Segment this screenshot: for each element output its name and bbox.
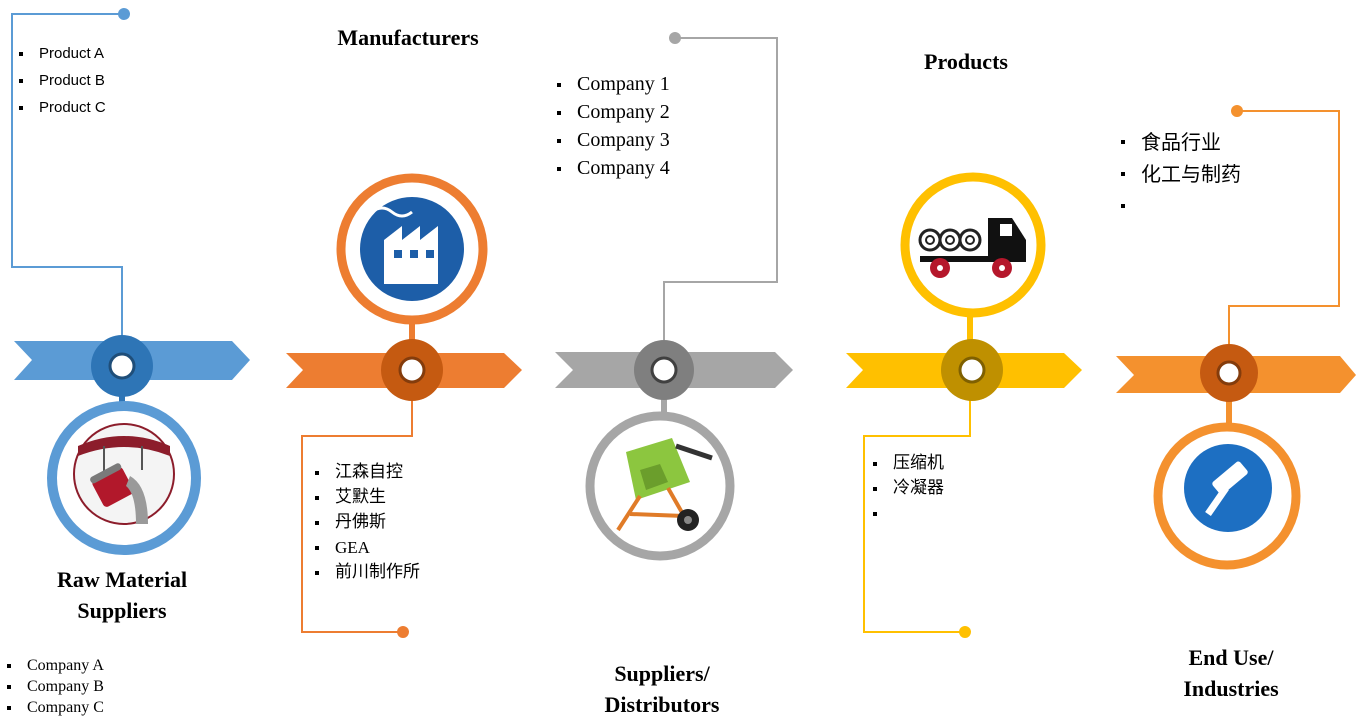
list-products: 压缩机 冷凝器 xyxy=(870,451,944,526)
list-item: 江森自控 xyxy=(312,460,420,485)
title-end-use-line2: Industries xyxy=(1183,676,1279,701)
list-item: Product A xyxy=(16,40,106,67)
list-item: Product B xyxy=(16,67,106,94)
node-ring-distributors xyxy=(650,356,678,384)
title-products: Products xyxy=(886,46,1046,77)
title-end-use: End Use/ Industries xyxy=(1146,642,1316,704)
factory-icon xyxy=(360,197,464,301)
list-item: Company 1 xyxy=(554,70,670,98)
paint-roller-icon xyxy=(1184,444,1272,532)
title-products-line1: Products xyxy=(924,49,1008,74)
connector-dot-distributors xyxy=(669,32,681,44)
stage-distributors xyxy=(555,32,793,561)
node-ring-end-use xyxy=(1216,360,1242,386)
list-item: 艾默生 xyxy=(312,485,420,510)
list-raw-material-companies: Company A Company B Company C xyxy=(4,655,104,718)
list-manufacturers: 江森自控 艾默生 丹佛斯 GEA 前川制作所 xyxy=(312,460,420,585)
list-item: 丹佛斯 xyxy=(312,510,420,535)
connector-products xyxy=(863,398,971,633)
truck-icon xyxy=(918,218,1026,278)
list-item: Product C xyxy=(16,94,106,121)
connector-dot-manufacturers xyxy=(397,626,409,638)
stage-manufacturers xyxy=(286,173,522,638)
stage-products xyxy=(846,172,1082,638)
list-distributors: Company 1 Company 2 Company 3 Company 4 xyxy=(554,70,670,182)
list-raw-material-products: Product A Product B Product C xyxy=(16,40,106,121)
list-item: GEA xyxy=(312,535,420,560)
list-item: Company C xyxy=(4,697,104,718)
list-item xyxy=(870,501,944,526)
list-item: Company 4 xyxy=(554,154,670,182)
list-item: 前川制作所 xyxy=(312,560,420,585)
list-item: 冷凝器 xyxy=(870,476,944,501)
paint-pour-icon xyxy=(73,423,175,525)
list-item xyxy=(1118,190,1241,222)
stage-end-use xyxy=(1116,105,1356,570)
node-ring-products xyxy=(958,356,986,384)
node-ring-manufacturers xyxy=(398,356,426,384)
connector-distributors xyxy=(663,37,778,340)
list-item: Company 3 xyxy=(554,126,670,154)
connector-dot-raw-material xyxy=(118,8,130,20)
title-end-use-line1: End Use/ xyxy=(1188,645,1274,670)
list-end-use: 食品行业 化工与制药 xyxy=(1118,126,1241,222)
list-item: Company B xyxy=(4,676,104,697)
title-distributors: Suppliers/ Distributors xyxy=(572,658,752,720)
list-item: Company 2 xyxy=(554,98,670,126)
connector-raw-material xyxy=(11,13,124,338)
title-distributors-line2: Distributors xyxy=(604,692,720,717)
connector-dot-products xyxy=(959,626,971,638)
connector-end-use xyxy=(1228,110,1340,345)
cement-mixer-icon xyxy=(616,438,713,532)
title-raw-material-line1: Raw Material xyxy=(56,567,188,592)
node-ring-raw-material xyxy=(108,352,136,380)
connector-manufacturers xyxy=(301,398,413,633)
list-item: 化工与制药 xyxy=(1118,158,1241,190)
title-raw-material: Raw Material Suppliers xyxy=(32,564,212,626)
list-item: Company A xyxy=(4,655,104,676)
title-manufacturers: Manufacturers xyxy=(308,22,508,53)
list-item: 压缩机 xyxy=(870,451,944,476)
connector-dot-end-use xyxy=(1231,105,1243,117)
title-distributors-line1: Suppliers/ xyxy=(614,661,710,686)
title-raw-material-line2: Suppliers xyxy=(77,598,167,623)
stage-raw-material xyxy=(11,8,250,555)
title-manufacturers-line1: Manufacturers xyxy=(337,25,479,50)
list-item: 食品行业 xyxy=(1118,126,1241,158)
